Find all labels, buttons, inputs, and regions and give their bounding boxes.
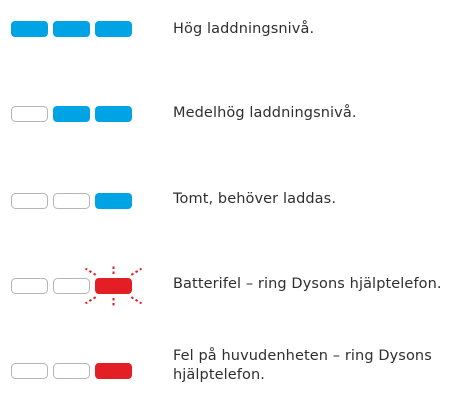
battery-segments-graphic: [11, 264, 143, 308]
led-segment-blue: [53, 106, 90, 122]
led-segment-blue: [53, 21, 90, 37]
led-segment-blue: [11, 21, 48, 37]
battery-indicator-main-unit-fault: [8, 356, 136, 386]
flash-ray: [130, 267, 143, 276]
status-label-battery-fault: Batterifel – ring Dysons hjälptelefon.: [173, 276, 442, 292]
led-segment-blue: [95, 106, 132, 122]
led-segment-blue: [95, 21, 132, 37]
battery-segments-graphic: [11, 193, 132, 209]
flash-ray: [130, 296, 143, 305]
led-segment-off: [11, 106, 48, 122]
led-segment-off: [11, 278, 48, 294]
battery-indicator-empty: [8, 186, 136, 216]
battery-indicator-high: [8, 14, 136, 44]
led-segment-blue: [95, 193, 132, 209]
led-segment-red: [95, 278, 132, 294]
battery-indicator-battery-fault: [8, 264, 143, 308]
status-label-high: Hög laddningsnivå.: [173, 21, 315, 37]
battery-indicator-medium: [8, 99, 136, 129]
led-segment-off: [11, 193, 48, 209]
led-segment-off: [53, 363, 90, 379]
flash-ray: [84, 267, 97, 276]
led-segment-off: [11, 363, 48, 379]
status-label-medium: Medelhög laddningsnivå.: [173, 105, 357, 121]
led-segment-off: [53, 278, 90, 294]
battery-segments-graphic: [11, 106, 132, 122]
battery-segments-graphic: [11, 21, 132, 37]
battery-segments-graphic: [11, 363, 132, 379]
flashing-rays-icon: [84, 264, 143, 308]
led-segment-red: [95, 363, 132, 379]
flash-ray: [84, 296, 97, 305]
led-segment-off: [53, 193, 90, 209]
status-label-main-unit-fault: Fel på huvudenheten – ring Dysons hjälpt…: [173, 348, 432, 383]
status-label-empty: Tomt, behöver laddas.: [173, 191, 337, 207]
